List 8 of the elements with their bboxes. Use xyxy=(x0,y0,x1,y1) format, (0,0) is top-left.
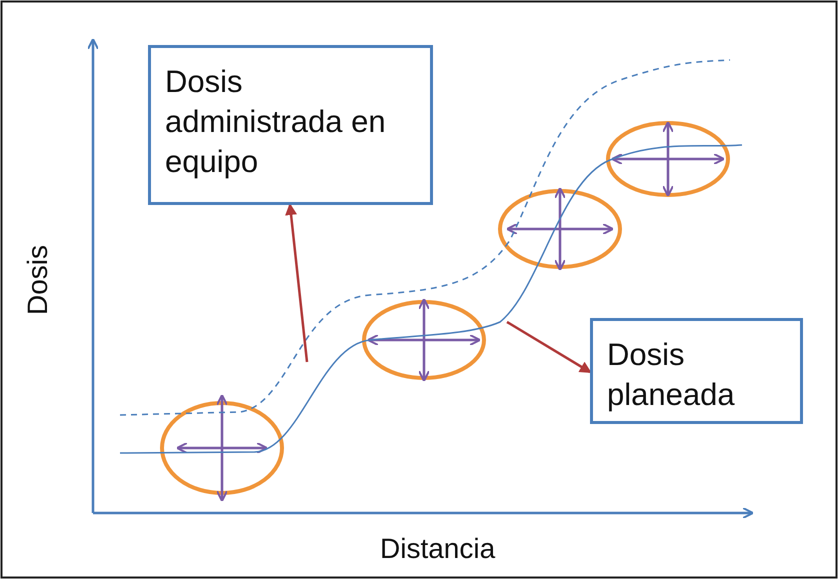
box-text: Dosis planeada xyxy=(607,336,736,414)
axis-title: Dosis xyxy=(22,245,54,316)
axis-title: Distancia xyxy=(380,533,496,565)
box-text: Dosis administrada en equipo xyxy=(165,63,387,181)
text-box xyxy=(590,318,803,424)
arrow xyxy=(285,203,308,362)
arrow xyxy=(506,320,592,374)
text-box xyxy=(148,45,433,205)
